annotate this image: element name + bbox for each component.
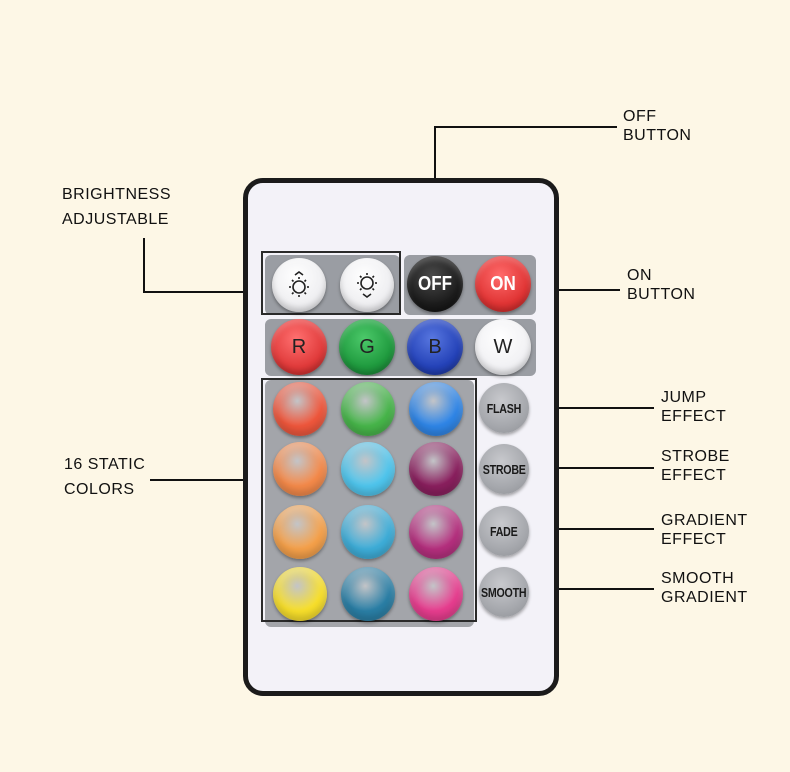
off-leader-h xyxy=(435,126,617,128)
brightness-up-button[interactable] xyxy=(272,258,326,312)
color-swatch-button[interactable] xyxy=(341,505,395,559)
sun-arrow-up-icon xyxy=(289,271,309,297)
on-button-annotation: ON BUTTON xyxy=(627,266,695,304)
color-swatch-button[interactable] xyxy=(409,505,463,559)
smooth-label: SMOOTH xyxy=(481,584,527,600)
red-button[interactable]: R xyxy=(271,319,327,375)
brightness-annotation: BRIGHTNESS ADJUSTABLE xyxy=(62,185,171,229)
strobe-leader xyxy=(528,467,654,469)
green-button[interactable]: G xyxy=(339,319,395,375)
gradient-annotation: GRADIENT EFFECT xyxy=(661,511,748,549)
annotation-line-1: OFF xyxy=(623,108,657,125)
color-swatch-button[interactable] xyxy=(341,382,395,436)
annotation-line-1: SMOOTH xyxy=(661,570,735,587)
static-colors-annotation: 16 STATIC COLORS xyxy=(64,455,145,499)
on-label: ON xyxy=(490,272,516,295)
brightness-leader-h xyxy=(143,291,264,293)
color-swatch-button[interactable] xyxy=(273,442,327,496)
annotation-line-1: GRADIENT xyxy=(661,512,748,529)
off-button-annotation: OFF BUTTON xyxy=(623,107,691,145)
green-label: G xyxy=(359,335,375,358)
static-colors-leader xyxy=(150,479,262,481)
jump-leader xyxy=(528,407,654,409)
annotation-line-1: JUMP xyxy=(661,389,707,406)
white-button[interactable]: W xyxy=(475,319,531,375)
annotation-line-1: STROBE xyxy=(661,448,730,465)
color-swatch-button[interactable] xyxy=(341,442,395,496)
fade-button[interactable]: FADE xyxy=(479,506,529,556)
fade-label: FADE xyxy=(490,523,518,539)
annotation-line-2: EFFECT xyxy=(661,531,727,548)
off-label: OFF xyxy=(418,272,452,295)
annotation-line-2: EFFECT xyxy=(661,467,727,484)
annotation-line-1: ON xyxy=(627,267,652,284)
annotation-line-2: GRADIENT xyxy=(661,589,748,606)
brightness-down-button[interactable] xyxy=(340,258,394,312)
annotation-line-2: COLORS xyxy=(64,481,135,498)
smooth-button[interactable]: SMOOTH xyxy=(479,567,529,617)
off-button[interactable]: OFF xyxy=(407,256,463,312)
color-swatch-button[interactable] xyxy=(273,505,327,559)
annotation-line-2: BUTTON xyxy=(623,127,692,144)
flash-label: FLASH xyxy=(486,400,522,416)
annotation-line-1: 16 STATIC xyxy=(64,456,146,473)
brightness-leader-v xyxy=(143,238,145,293)
on-button[interactable]: ON xyxy=(475,256,531,312)
gradient-leader xyxy=(528,528,654,530)
flash-button[interactable]: FLASH xyxy=(479,383,529,433)
annotation-line-1: BRIGHTNESS xyxy=(62,186,172,203)
annotation-line-2: BUTTON xyxy=(627,286,696,303)
on-leader xyxy=(530,289,620,291)
color-swatch-button[interactable] xyxy=(409,442,463,496)
red-label: R xyxy=(291,335,307,358)
smooth-annotation: SMOOTH GRADIENT xyxy=(661,569,748,607)
blue-label: B xyxy=(428,335,442,358)
annotation-line-2: ADJUSTABLE xyxy=(62,211,169,228)
color-grid-outline xyxy=(261,378,477,622)
color-swatch-button[interactable] xyxy=(409,382,463,436)
blue-button[interactable]: B xyxy=(407,319,463,375)
color-swatch-button[interactable] xyxy=(409,567,463,621)
strobe-button[interactable]: STROBE xyxy=(479,444,529,494)
color-swatch-button[interactable] xyxy=(341,567,395,621)
sun-arrow-down-icon xyxy=(357,273,377,298)
smooth-leader xyxy=(528,588,654,590)
annotation-line-2: EFFECT xyxy=(661,408,727,425)
jump-annotation: JUMP EFFECT xyxy=(661,388,726,426)
white-label: W xyxy=(493,335,513,358)
brightness-outline xyxy=(261,251,401,315)
strobe-annotation: STROBE EFFECT xyxy=(661,447,730,485)
color-swatch-button[interactable] xyxy=(273,382,327,436)
strobe-label: STROBE xyxy=(482,461,526,477)
color-swatch-button[interactable] xyxy=(273,567,327,621)
